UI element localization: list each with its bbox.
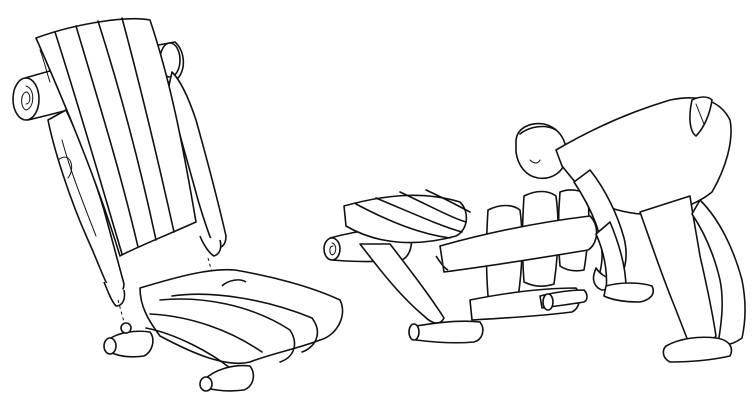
back-slats (35, 17, 197, 257)
left-back-post (47, 109, 126, 307)
right-back-post (167, 71, 227, 257)
seat-support-right (199, 279, 255, 392)
exploded-chair (12, 17, 344, 392)
assembled-chair (343, 189, 598, 344)
seat-support-left (103, 322, 154, 358)
guide-line-1 (117, 299, 125, 323)
assembly-scene (323, 96, 746, 363)
person-figure (515, 96, 746, 363)
seat-slats (139, 268, 344, 369)
